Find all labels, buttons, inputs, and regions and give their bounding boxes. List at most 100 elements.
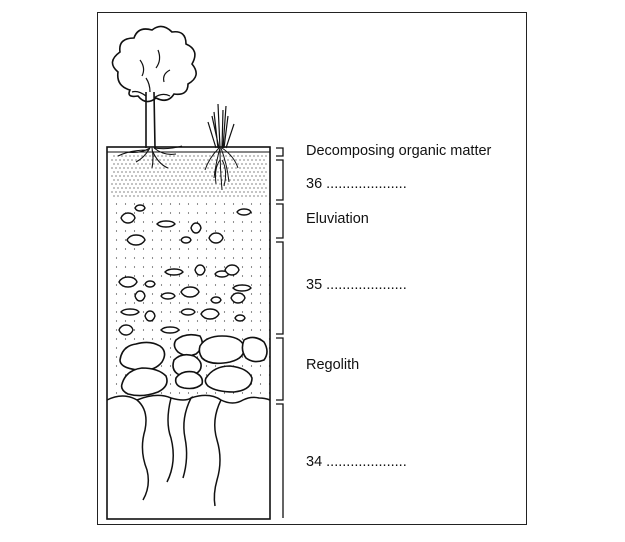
- soil-dot: [241, 302, 244, 304]
- soil-dot: [169, 383, 172, 385]
- soil-dot: [145, 187, 147, 189]
- soil-dot: [133, 203, 136, 205]
- soil-dot: [181, 163, 183, 165]
- soil-dot: [263, 183, 265, 185]
- soil-dot: [135, 159, 137, 161]
- label-eluviation: Eluviation: [306, 211, 369, 227]
- soil-dot: [160, 338, 163, 340]
- soil-dot: [205, 284, 208, 286]
- soil-dot: [265, 187, 267, 189]
- soil-dot: [124, 203, 127, 205]
- soil-dot: [259, 239, 262, 241]
- soil-dot: [125, 155, 127, 157]
- soil-dot: [181, 171, 183, 173]
- soil-dot: [129, 155, 131, 157]
- stone: [208, 232, 224, 244]
- soil-dot: [151, 257, 154, 259]
- soil-dot: [169, 179, 171, 181]
- soil-dot: [219, 183, 221, 185]
- soil-dot: [187, 257, 190, 259]
- soil-dot: [178, 311, 181, 313]
- stone: [190, 222, 202, 234]
- soil-dot: [251, 159, 253, 161]
- soil-dot: [241, 311, 244, 313]
- soil-dot: [183, 191, 185, 193]
- soil-dot: [137, 171, 139, 173]
- soil-dot: [209, 163, 211, 165]
- soil-dot: [239, 167, 241, 169]
- soil-dot: [142, 275, 145, 277]
- soil-dot: [259, 293, 262, 295]
- soil-dot: [259, 275, 262, 277]
- soil-dot: [211, 159, 213, 161]
- soil-dot: [205, 171, 207, 173]
- soil-dot: [241, 365, 244, 367]
- soil-dot: [195, 159, 197, 161]
- soil-dot: [241, 155, 243, 157]
- soil-dot: [197, 195, 199, 197]
- soil-dot: [196, 302, 199, 304]
- soil-dot: [255, 191, 257, 193]
- soil-dot: [205, 187, 207, 189]
- soil-dot: [205, 248, 208, 250]
- soil-dot: [133, 257, 136, 259]
- soil-dot: [139, 183, 141, 185]
- soil-dot: [115, 266, 118, 268]
- soil-dot: [203, 175, 205, 177]
- soil-dot: [237, 163, 239, 165]
- soil-dot: [142, 266, 145, 268]
- soil-dot: [201, 187, 203, 189]
- soil-dot: [232, 248, 235, 250]
- soil-dot: [231, 191, 233, 193]
- soil-dot: [160, 365, 163, 367]
- soil-dot: [169, 171, 171, 173]
- soil-dot: [250, 248, 253, 250]
- soil-dot: [142, 329, 145, 331]
- soil-dot: [185, 179, 187, 181]
- soil-dot: [142, 284, 145, 286]
- soil-dot: [196, 203, 199, 205]
- soil-dot: [145, 171, 147, 173]
- soil-dot: [247, 167, 249, 169]
- soil-dot: [127, 175, 129, 177]
- soil-dot: [151, 230, 154, 232]
- soil-dot: [115, 320, 118, 322]
- stone: [126, 234, 146, 246]
- soil-dot: [169, 212, 172, 214]
- soil-dot: [133, 248, 136, 250]
- soil-dot: [133, 320, 136, 322]
- soil-dot: [223, 239, 226, 241]
- soil-dot: [219, 175, 221, 177]
- soil-dot: [115, 329, 118, 331]
- soil-dot: [133, 230, 136, 232]
- soil-dot: [137, 163, 139, 165]
- soil-dot: [151, 275, 154, 277]
- soil-dot: [259, 311, 262, 313]
- stone: [200, 308, 220, 320]
- soil-dot: [133, 302, 136, 304]
- soil-dot: [261, 195, 263, 197]
- soil-dot: [257, 195, 259, 197]
- soil-dot: [193, 187, 195, 189]
- soil-dot: [178, 203, 181, 205]
- soil-dot: [196, 212, 199, 214]
- soil-dot: [243, 159, 245, 161]
- soil-dot: [214, 248, 217, 250]
- soil-dot: [131, 159, 133, 161]
- soil-dot: [133, 275, 136, 277]
- soil-dot: [149, 187, 151, 189]
- soil-dot: [163, 159, 165, 161]
- soil-dot: [179, 167, 181, 169]
- soil-dot: [213, 179, 215, 181]
- stone: [236, 208, 252, 216]
- soil-dot: [155, 183, 157, 185]
- soil-dot: [142, 248, 145, 250]
- soil-dot: [169, 195, 171, 197]
- soil-dot: [137, 187, 139, 189]
- soil-dot: [115, 374, 118, 376]
- soil-dot: [253, 163, 255, 165]
- soil-dot: [183, 183, 185, 185]
- soil-dot: [147, 159, 149, 161]
- soil-dot: [159, 175, 161, 177]
- soil-dot: [215, 159, 217, 161]
